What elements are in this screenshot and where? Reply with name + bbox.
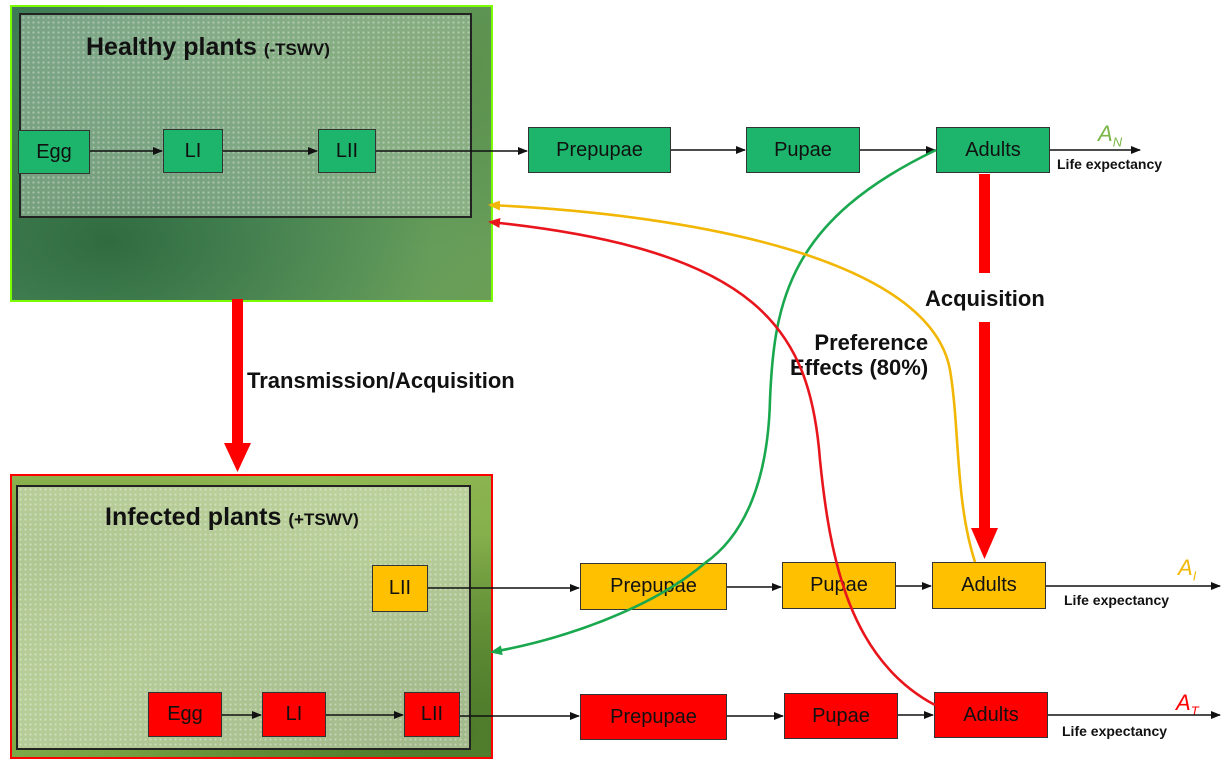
yellow-preference-curve xyxy=(488,200,977,563)
healthy-plants-inner-box xyxy=(19,13,472,218)
a-i-label: AI xyxy=(1178,555,1197,584)
green-adults-box: Adults xyxy=(936,127,1050,173)
preference-line-2: Effects (80%) xyxy=(790,355,929,380)
healthy-plants-panel xyxy=(10,5,493,302)
healthy-plants-title: Healthy plants (-TSWV) xyxy=(86,33,330,62)
infected-lii-red-box: LII xyxy=(404,692,460,737)
infected-title-text: Infected plants xyxy=(105,503,282,531)
infected-li-box: LI xyxy=(262,692,326,737)
acquisition-label: Acquisition xyxy=(925,286,1045,311)
transmission-acquisition-arrow xyxy=(224,299,251,472)
yellow-prepupae-box: Prepupae xyxy=(580,563,727,610)
yellow-adults-box: Adults xyxy=(932,562,1046,609)
healthy-title-tag: (-TSWV) xyxy=(263,40,330,59)
healthy-lii-box: LII xyxy=(318,129,376,173)
green-preference-curve xyxy=(704,148,937,565)
green-life-expectancy-label: Life expectancy xyxy=(1057,156,1163,172)
infected-plants-inner-box xyxy=(16,485,471,750)
a-t-label: AT xyxy=(1176,690,1199,719)
preference-line-1: Preference xyxy=(814,330,929,355)
red-life-expectancy-label: Life expectancy xyxy=(1062,723,1168,739)
yellow-life-expectancy-label: Life expectancy xyxy=(1064,592,1170,608)
healthy-title-text: Healthy plants xyxy=(86,33,257,61)
healthy-li-box: LI xyxy=(163,129,223,173)
red-preference-curve xyxy=(488,218,936,707)
transmission-acquisition-label: Transmission/Acquisition xyxy=(247,368,515,393)
green-prepupae-box: Prepupae xyxy=(528,127,671,173)
green-return-curve xyxy=(490,562,706,656)
infected-egg-box: Egg xyxy=(148,692,222,737)
red-prepupae-box: Prepupae xyxy=(580,694,727,740)
red-pupae-box: Pupae xyxy=(784,693,898,739)
infected-lii-yellow-box: LII xyxy=(372,565,428,612)
preference-effects-label: Preference Effects (80%) xyxy=(790,330,928,380)
acquisition-arrow xyxy=(971,174,998,559)
a-n-label: AN xyxy=(1098,121,1123,150)
infected-title-tag: (+TSWV) xyxy=(288,510,359,529)
infected-plants-title: Infected plants (+TSWV) xyxy=(105,503,359,532)
healthy-egg-box: Egg xyxy=(18,130,90,174)
green-pupae-box: Pupae xyxy=(746,127,860,173)
red-adults-box: Adults xyxy=(934,692,1048,738)
